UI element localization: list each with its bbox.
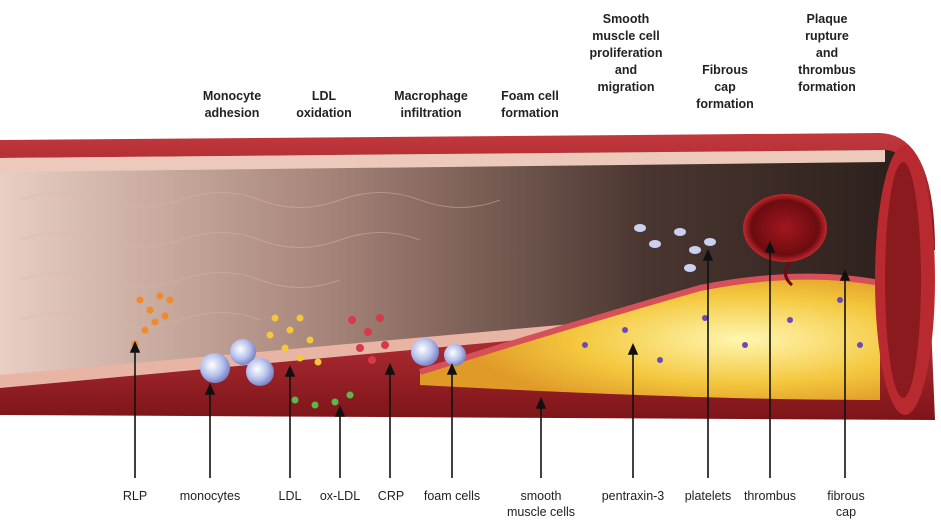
stage-fibrous-cap-formation: Fibrous cap formation (696, 62, 754, 113)
label-thrombus: thrombus (744, 488, 796, 504)
label-rlp: RLP (123, 488, 147, 504)
stage-plaque-rupture: Plaque rupture and thrombus formation (798, 11, 856, 96)
label-ldl: LDL (279, 488, 302, 504)
label-smooth-muscle-cells: smooth muscle cells (507, 488, 575, 520)
stage-monocyte-adhesion: Monocyte adhesion (203, 88, 261, 122)
vessel-opening-inner (885, 162, 921, 398)
label-fibrous-cap: fibrous cap (827, 488, 865, 520)
label-monocytes: monocytes (180, 488, 240, 504)
thrombus-clot (743, 194, 827, 262)
label-pentraxin-3: pentraxin-3 (602, 488, 665, 504)
stage-ldl-oxidation: LDL oxidation (296, 88, 352, 122)
label-ox-ldl: ox-LDL (320, 488, 360, 504)
stage-macrophage-infiltration: Macrophage infiltration (394, 88, 468, 122)
stage-foam-cell-formation: Foam cell formation (501, 88, 559, 122)
label-crp: CRP (378, 488, 404, 504)
label-foam-cells: foam cells (424, 488, 480, 504)
label-platelets: platelets (685, 488, 732, 504)
stage-smooth-muscle-proliferation: Smooth muscle cell proliferation and mig… (590, 11, 663, 96)
